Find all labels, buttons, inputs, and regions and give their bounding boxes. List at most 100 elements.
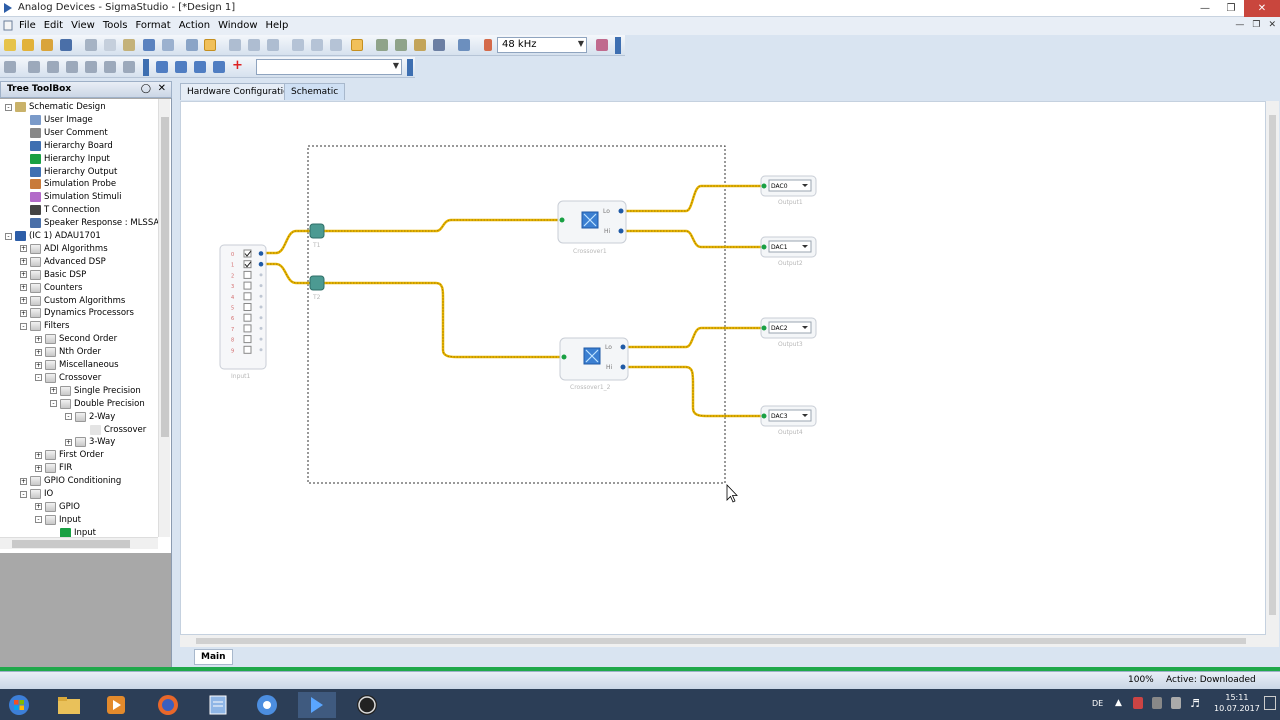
close-icon[interactable]: ✕ <box>1244 0 1280 17</box>
underline-icon[interactable] <box>194 61 206 73</box>
align-top-icon[interactable] <box>28 61 40 73</box>
expand-icon[interactable]: + <box>35 348 42 356</box>
crossover-block-1[interactable]: Lo Hi Crossover1 <box>557 200 627 255</box>
output-pin[interactable] <box>259 294 263 298</box>
obs-icon[interactable] <box>348 692 386 718</box>
t-connection-t2[interactable]: T2 <box>309 275 325 301</box>
paste-icon[interactable] <box>123 39 135 51</box>
align-right-icon[interactable] <box>248 39 260 51</box>
scroll-thumb[interactable] <box>161 117 169 437</box>
expand-icon[interactable]: + <box>35 503 42 511</box>
canvas-vertical-scrollbar[interactable] <box>1266 101 1279 647</box>
scroll-thumb[interactable] <box>1269 115 1276 615</box>
tree-item-hierarchy-input[interactable]: Hierarchy Input <box>20 153 110 165</box>
tree-item-fir[interactable]: +FIR <box>35 462 72 474</box>
collapse-icon[interactable]: - <box>65 413 72 421</box>
new-icon[interactable] <box>4 39 16 51</box>
expand-icon[interactable]: + <box>50 387 57 395</box>
output-block-3[interactable]: DAC2 Output3 <box>760 317 817 348</box>
tree-item-hierarchy-output[interactable]: Hierarchy Output <box>20 166 117 178</box>
input-channel-checkbox[interactable] <box>243 270 252 279</box>
tree-item-ic-1-adau1701[interactable]: -(IC 1) ADAU1701 <box>5 230 101 242</box>
group-icon[interactable] <box>292 39 304 51</box>
tray-network-icon[interactable] <box>1171 697 1181 709</box>
ungroup-icon[interactable] <box>311 39 323 51</box>
same-width-icon[interactable] <box>85 61 97 73</box>
expand-icon[interactable]: + <box>20 258 27 266</box>
output-block-2[interactable]: DAC1 Output2 <box>760 236 817 267</box>
tray-chevron-icon[interactable]: ▲ <box>1115 698 1122 708</box>
tree-item-miscellaneous[interactable]: +Miscellaneous <box>35 359 119 371</box>
output-pin[interactable] <box>259 316 263 320</box>
input-channel-checkbox[interactable] <box>243 249 252 258</box>
output-pin[interactable] <box>259 305 263 309</box>
expand-icon[interactable]: + <box>35 451 42 459</box>
notepad-icon[interactable] <box>199 692 237 718</box>
toolbar-grip-3[interactable] <box>407 59 413 76</box>
input-channel-checkbox[interactable] <box>243 292 252 301</box>
open-folder-icon[interactable] <box>41 39 53 51</box>
menu-edit[interactable]: Edit <box>43 20 64 31</box>
scroll-thumb[interactable] <box>12 540 130 548</box>
tree-item-user-image[interactable]: User Image <box>20 114 93 126</box>
input-channel-checkbox[interactable] <box>243 260 252 269</box>
pin-icon[interactable]: ◯ <box>140 84 151 94</box>
expand-icon[interactable]: + <box>20 284 27 292</box>
order-icon[interactable] <box>330 39 342 51</box>
canvas-horizontal-scrollbar[interactable] <box>180 635 1266 647</box>
bold-icon[interactable] <box>156 61 168 73</box>
menu-help[interactable]: Help <box>265 20 289 31</box>
tree-item-filters[interactable]: -Filters <box>20 320 69 332</box>
firefox-icon[interactable] <box>149 692 187 718</box>
tree-item-advanced-dsp[interactable]: +Advanced DSP <box>20 256 106 268</box>
expand-icon[interactable]: + <box>35 464 42 472</box>
collapse-icon[interactable]: - <box>20 490 27 498</box>
sigmastudio-icon[interactable] <box>298 692 336 718</box>
tree-item-simulation-stimuli[interactable]: Simulation Stimuli <box>20 191 121 203</box>
dac2-select[interactable]: DAC2 <box>771 325 788 332</box>
download-icon[interactable] <box>414 39 426 51</box>
italic-icon[interactable] <box>175 61 187 73</box>
align-center-icon[interactable] <box>229 39 241 51</box>
t-connection-t1[interactable]: T1 <box>309 223 325 249</box>
tree-item-double-precision[interactable]: -Double Precision <box>50 398 145 410</box>
menu-tools[interactable]: Tools <box>102 20 128 31</box>
input-channel-checkbox[interactable] <box>243 313 252 322</box>
tree-horizontal-scrollbar[interactable] <box>0 537 158 549</box>
same-height-icon[interactable] <box>104 61 116 73</box>
restore-icon[interactable]: ❐ <box>1226 3 1236 14</box>
input-channel-checkbox[interactable] <box>243 345 252 354</box>
expand-icon[interactable]: + <box>20 245 27 253</box>
output-pin[interactable] <box>259 284 263 288</box>
font-select[interactable]: ▼ <box>256 59 402 75</box>
cut-icon[interactable] <box>85 39 97 51</box>
tray-device-icon[interactable] <box>1152 697 1162 709</box>
tree-item-io[interactable]: -IO <box>20 488 53 500</box>
tree-item-3-way[interactable]: +3-Way <box>65 436 115 448</box>
toolbar-grip-2[interactable] <box>143 59 149 76</box>
menu-view[interactable]: View <box>71 20 95 31</box>
distribute-icon[interactable] <box>267 39 279 51</box>
menu-window[interactable]: Window <box>218 20 258 31</box>
file-explorer-icon[interactable] <box>50 692 88 718</box>
output-pin[interactable] <box>259 348 263 352</box>
tree-item-speaker-response-mlssa[interactable]: Speaker Response : MLSSA <box>20 217 159 229</box>
crossover-block-2[interactable]: Lo Hi Crossover1_2 <box>559 337 629 391</box>
tree-item-first-order[interactable]: +First Order <box>35 449 104 461</box>
redo-icon[interactable] <box>162 39 174 51</box>
output-pin[interactable] <box>258 251 264 256</box>
sample-rate-select[interactable]: 48 kHz ▼ <box>497 37 587 53</box>
settings-icon[interactable] <box>596 39 608 51</box>
collapse-icon[interactable]: - <box>35 374 42 382</box>
link-compile-icon[interactable] <box>351 39 363 51</box>
output-pin[interactable] <box>259 337 263 341</box>
undo-icon[interactable] <box>143 39 155 51</box>
dac1-select[interactable]: DAC1 <box>771 244 788 251</box>
tab-schematic[interactable]: Schematic <box>284 83 346 100</box>
tree-item-counters[interactable]: +Counters <box>20 282 82 294</box>
snap-icon[interactable] <box>4 61 16 73</box>
same-size-icon[interactable] <box>123 61 135 73</box>
tree-item-crossover[interactable]: -Crossover <box>35 372 101 384</box>
save-icon[interactable] <box>60 39 72 51</box>
